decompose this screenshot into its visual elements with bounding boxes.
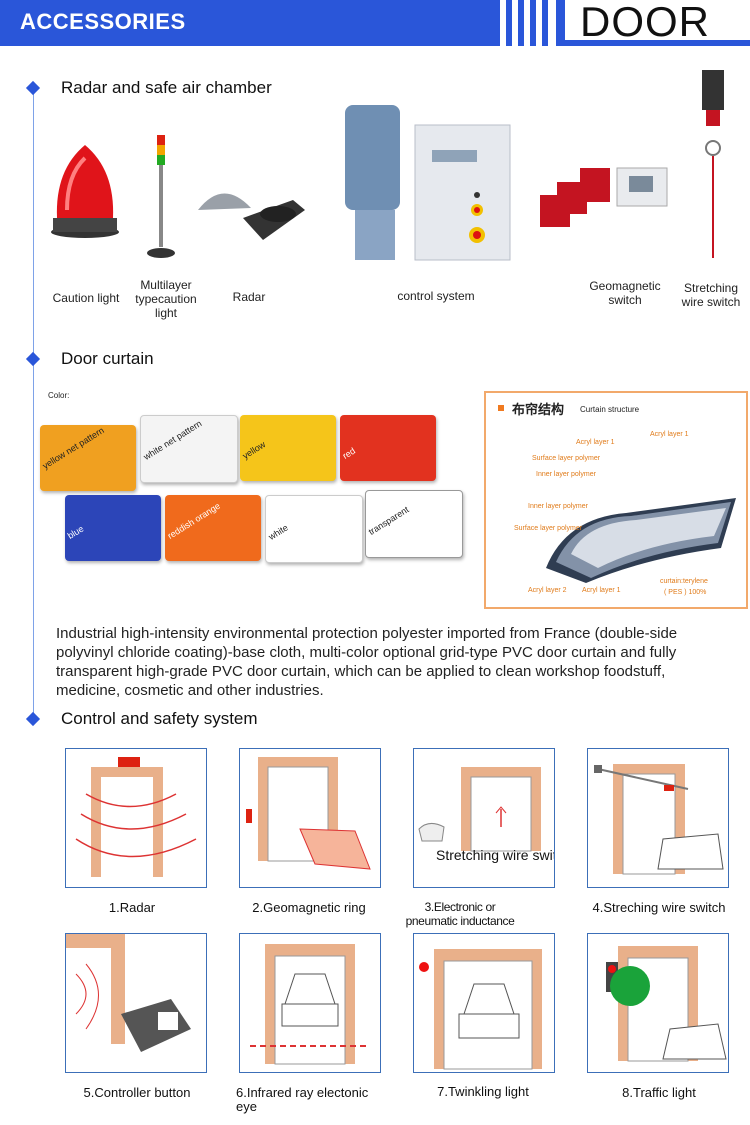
product-caption: Stretching wire switch (681, 281, 741, 309)
layer-label: Surface layer polymer (514, 525, 583, 532)
safety-panel-radar (65, 748, 207, 888)
safety-panel-geomagnetic (239, 748, 381, 888)
header-title: ACCESSORIES (20, 9, 186, 34)
inductance-inner-label: Stretching wire switch (436, 847, 554, 863)
header-banner: ACCESSORIES DOOR (0, 0, 750, 46)
section-title-curtain: Door curtain (61, 349, 154, 368)
twinkling-light-icon (419, 949, 542, 1070)
safety-caption: 7.Twinkling light (437, 1084, 529, 1099)
product-caption: control system (397, 289, 475, 303)
product-caption: Geomagnetic switch (589, 279, 661, 307)
swatch-white-net: white net pattern (140, 415, 238, 483)
layer-label: Acryl layer 1 (582, 587, 621, 594)
caution-light-icon (51, 145, 119, 238)
control-system-icon (345, 105, 511, 261)
safety-panel-infrared (239, 933, 381, 1073)
swatch-blue: blue (65, 495, 161, 561)
radar-door-icon (75, 757, 197, 877)
header-stripe (542, 0, 548, 46)
swatch-reddish-orange: reddish orange (165, 495, 261, 561)
swatch-transparent: transparent (365, 490, 463, 558)
safety-caption: 5.Controller button (83, 1085, 191, 1100)
swatch-white: white (265, 495, 363, 563)
safety-caption: 4.Streching wire switch (592, 900, 726, 915)
multilayer-light-icon (147, 135, 175, 258)
infrared-eye-icon (250, 944, 370, 1065)
safety-panel-controller (65, 933, 207, 1073)
traffic-light-icon (606, 946, 727, 1062)
product-caption: Caution light (52, 291, 120, 305)
controller-button-icon (66, 934, 191, 1052)
layer-label: Acryl layer 2 (528, 587, 567, 594)
layer-label: Inner layer polymer (536, 471, 596, 478)
layer-label: Surface layer polymer (532, 455, 601, 462)
layer-label: Acryl layer 1 (650, 431, 689, 438)
header-right-panel (565, 0, 750, 40)
safety-panel-inductance: Stretching wire switch (413, 748, 555, 888)
safety-caption: 6.Infrared ray electonic eye (236, 1085, 369, 1114)
product-caption: Radar (232, 290, 266, 304)
section-rail (33, 88, 34, 718)
header-stripe (530, 0, 536, 46)
safety-caption: 8.Traffic light (622, 1085, 696, 1100)
header-right-title: DOOR (580, 0, 710, 45)
swatch-yellow: yellow (240, 415, 336, 481)
stretching-wire-switch-icon (702, 70, 724, 258)
header-stripe (506, 0, 512, 46)
structure-title-cn: 布帘结构 (512, 402, 565, 417)
diamond-icon (25, 711, 41, 727)
curtain-description: Industrial high-intensity environmental … (56, 625, 678, 699)
structure-title-en: Curtain structure (580, 405, 640, 414)
safety-panel-traffic (587, 933, 729, 1073)
square-bullet-icon (498, 405, 504, 411)
swatch-red: red (340, 415, 436, 481)
safety-panel-wire (587, 748, 729, 888)
wire-door-icon (594, 764, 724, 875)
curtain-structure-diagram: 布帘结构 Curtain structure Acryl layer 1 Acr… (484, 391, 748, 609)
safety-panel-twinkling (413, 933, 555, 1073)
product-caption: Multilayer typecaution light (135, 278, 197, 320)
layer-stack-icon (546, 498, 736, 583)
geomagnetic-door-icon (246, 757, 371, 870)
swatch-yellow-net: yellow net pattern (40, 425, 136, 491)
diamond-icon (25, 80, 41, 96)
layer-label: curtain:terylene (660, 578, 708, 585)
section-title-radar: Radar and safe air chamber (61, 78, 272, 97)
header-left-bar (0, 0, 500, 46)
diamond-icon (25, 351, 41, 367)
section-title-control: Control and safety system (61, 709, 258, 728)
layer-label: Inner layer polymer (528, 503, 588, 510)
color-label: Color: (48, 391, 70, 400)
safety-caption: 1.Radar (108, 900, 156, 915)
safety-caption: 2.Geomagnetic ring (252, 900, 366, 915)
layer-label: Acryl layer 1 (576, 439, 615, 446)
layer-label: ( PES ) 100% (664, 589, 707, 596)
header-stripe (518, 0, 524, 46)
radar-icon (198, 193, 305, 240)
safety-caption: 3.Electronic or pneumatic inductance (405, 900, 515, 928)
inductance-door-icon (418, 767, 541, 852)
geomagnetic-switch-icon (540, 167, 668, 227)
